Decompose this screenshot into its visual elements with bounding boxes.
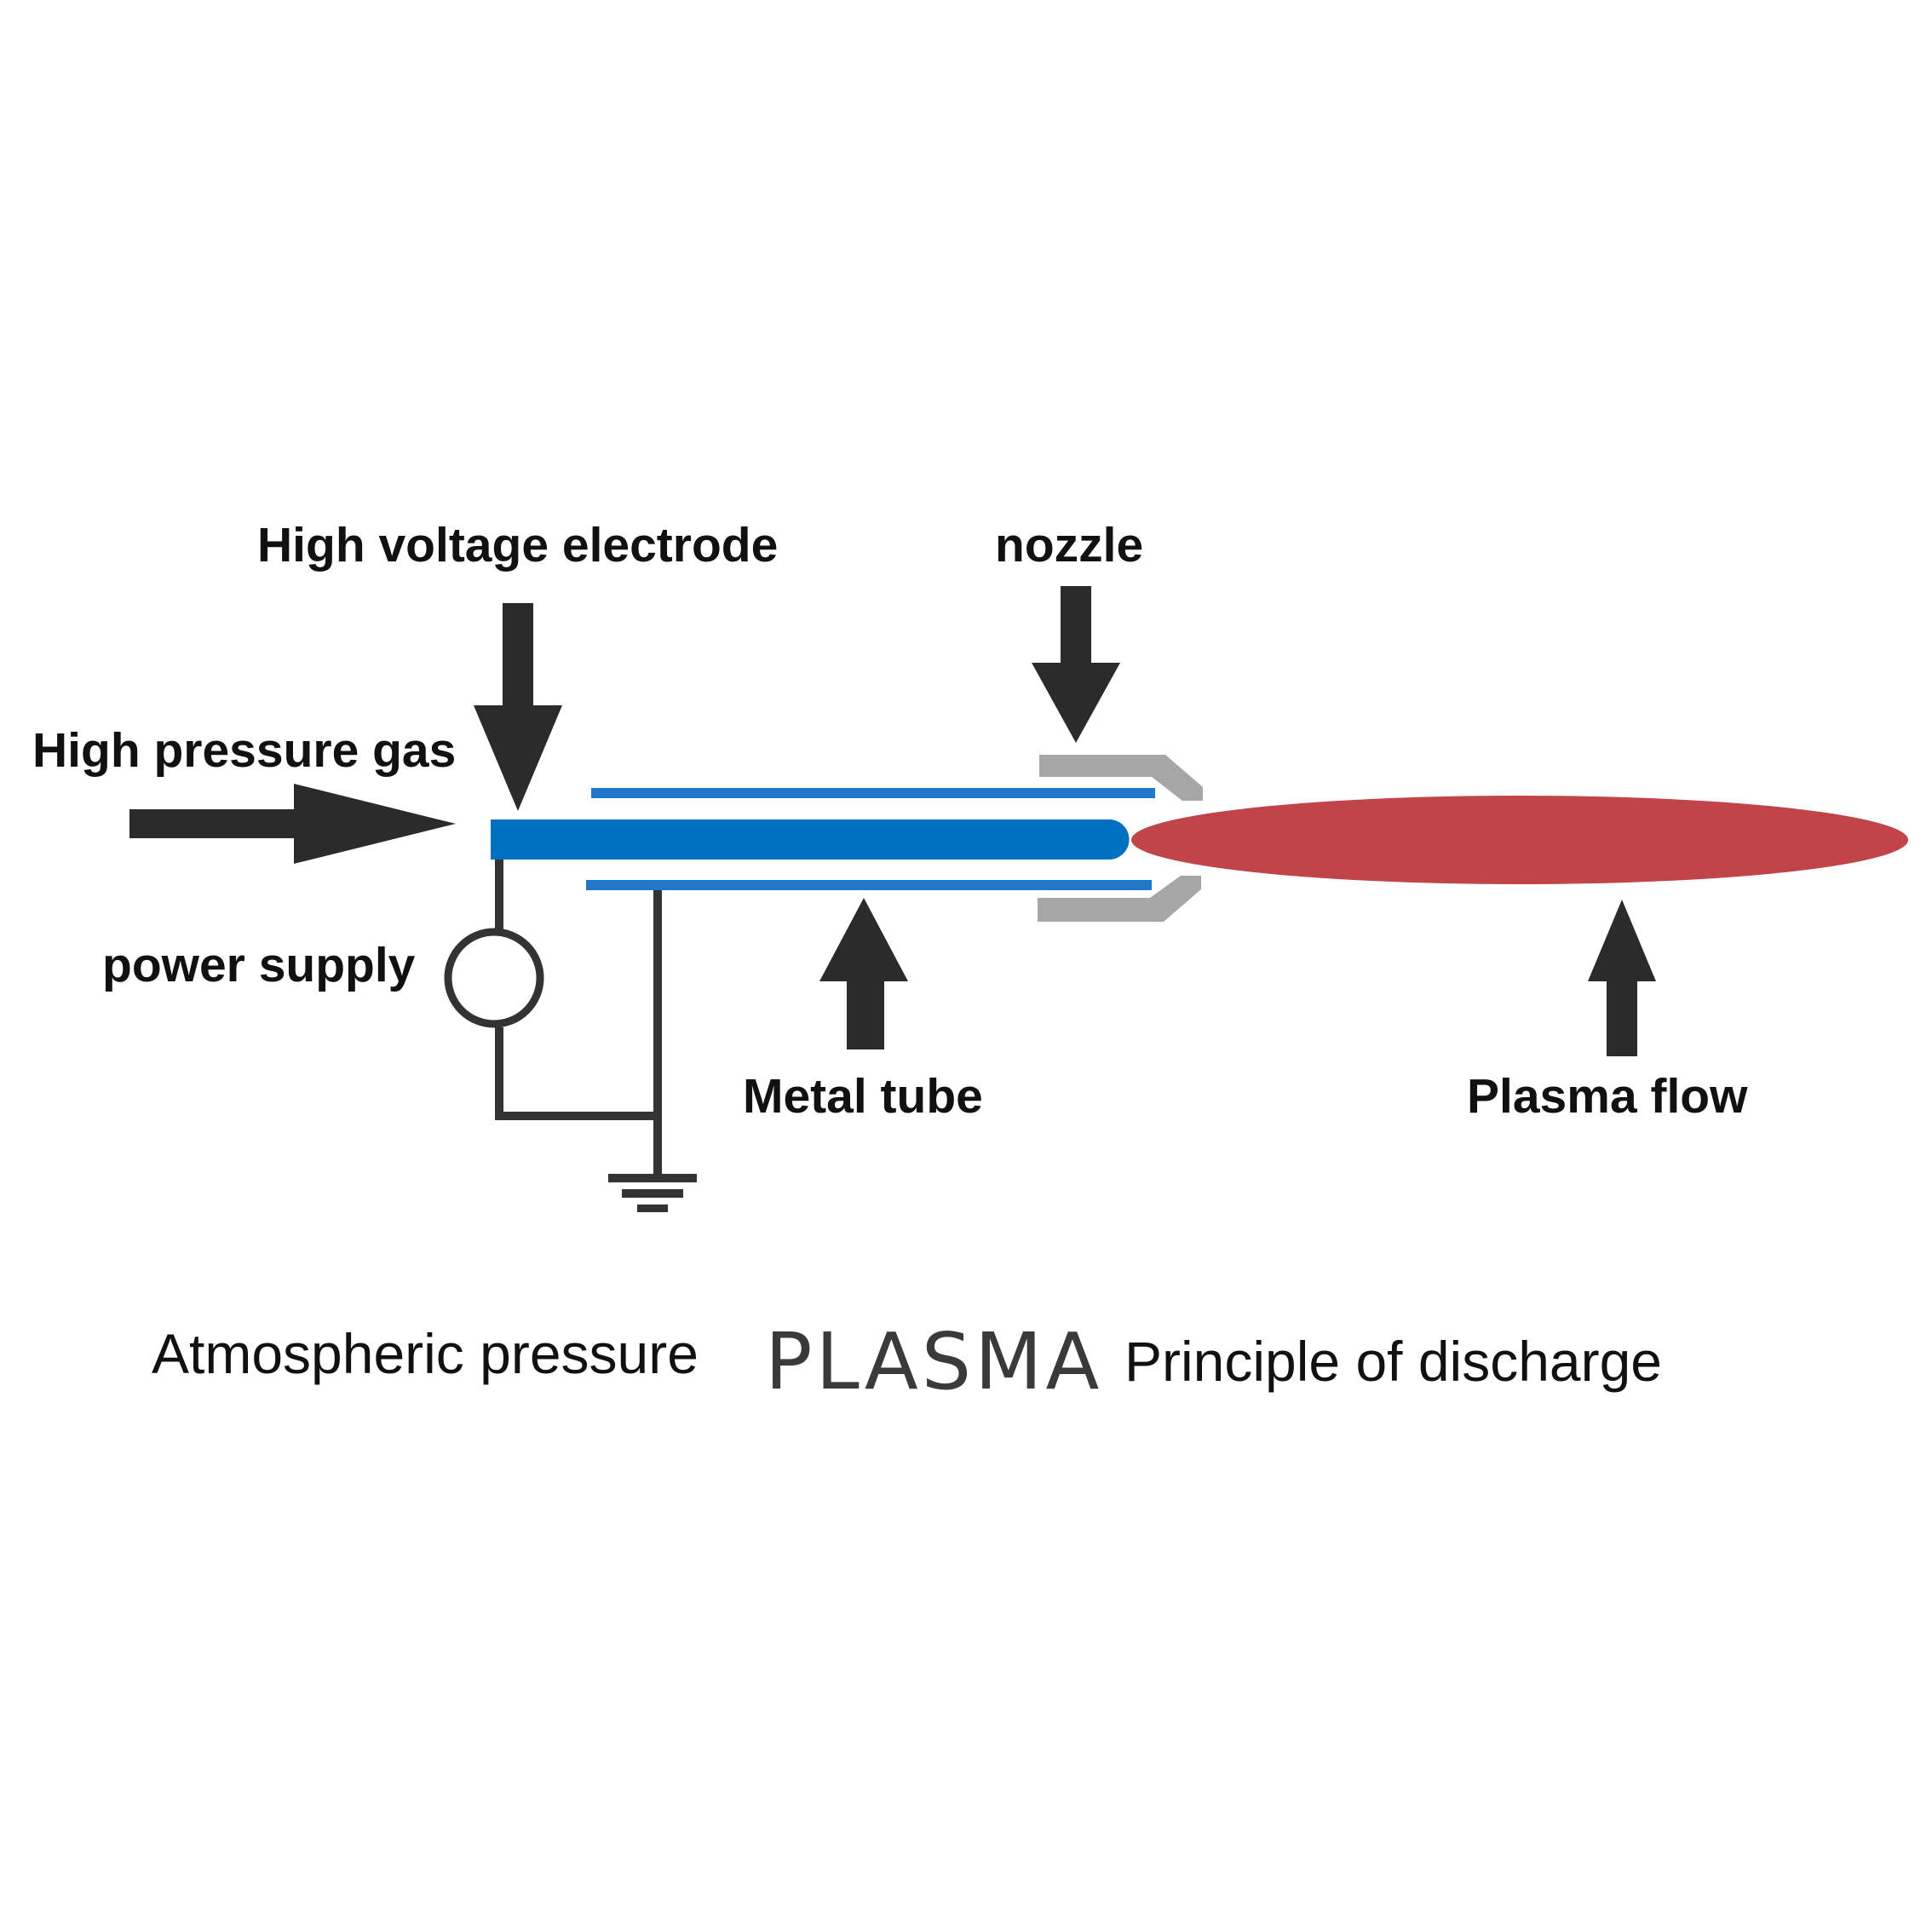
label-power-supply: power supply bbox=[102, 938, 416, 992]
label-plasma-flow: Plasma flow bbox=[1467, 1069, 1748, 1124]
caption-prefix: Atmospheric pressure bbox=[152, 1322, 699, 1385]
label-high-voltage-electrode: High voltage electrode bbox=[257, 518, 778, 572]
nozzle-pointer-arrow bbox=[1032, 586, 1120, 743]
gas-inlet-arrow bbox=[129, 784, 456, 864]
ground-icon bbox=[608, 1174, 697, 1212]
metal-tube-pointer-arrow bbox=[819, 898, 908, 1049]
plasma-flame bbox=[1131, 796, 1908, 884]
label-high-pressure-gas: High pressure gas bbox=[32, 723, 456, 778]
circuit-wiring bbox=[495, 860, 662, 1176]
metal-tube-lower-wall bbox=[586, 880, 1152, 890]
metal-tube-upper-wall bbox=[591, 788, 1155, 798]
high-voltage-electrode bbox=[491, 819, 1130, 860]
label-metal-tube: Metal tube bbox=[743, 1069, 983, 1124]
nozzle-lower-part bbox=[1038, 876, 1201, 922]
label-nozzle: nozzle bbox=[995, 518, 1143, 572]
power-supply-icon bbox=[444, 928, 544, 1028]
plasma-flow-pointer-arrow bbox=[1588, 900, 1656, 1056]
nozzle-upper-part bbox=[1039, 755, 1203, 801]
electrode-pointer-arrow bbox=[474, 603, 562, 811]
caption-suffix: Principle of discharge bbox=[1124, 1330, 1662, 1393]
caption-brand-plasma: PLASMA bbox=[765, 1316, 1103, 1407]
